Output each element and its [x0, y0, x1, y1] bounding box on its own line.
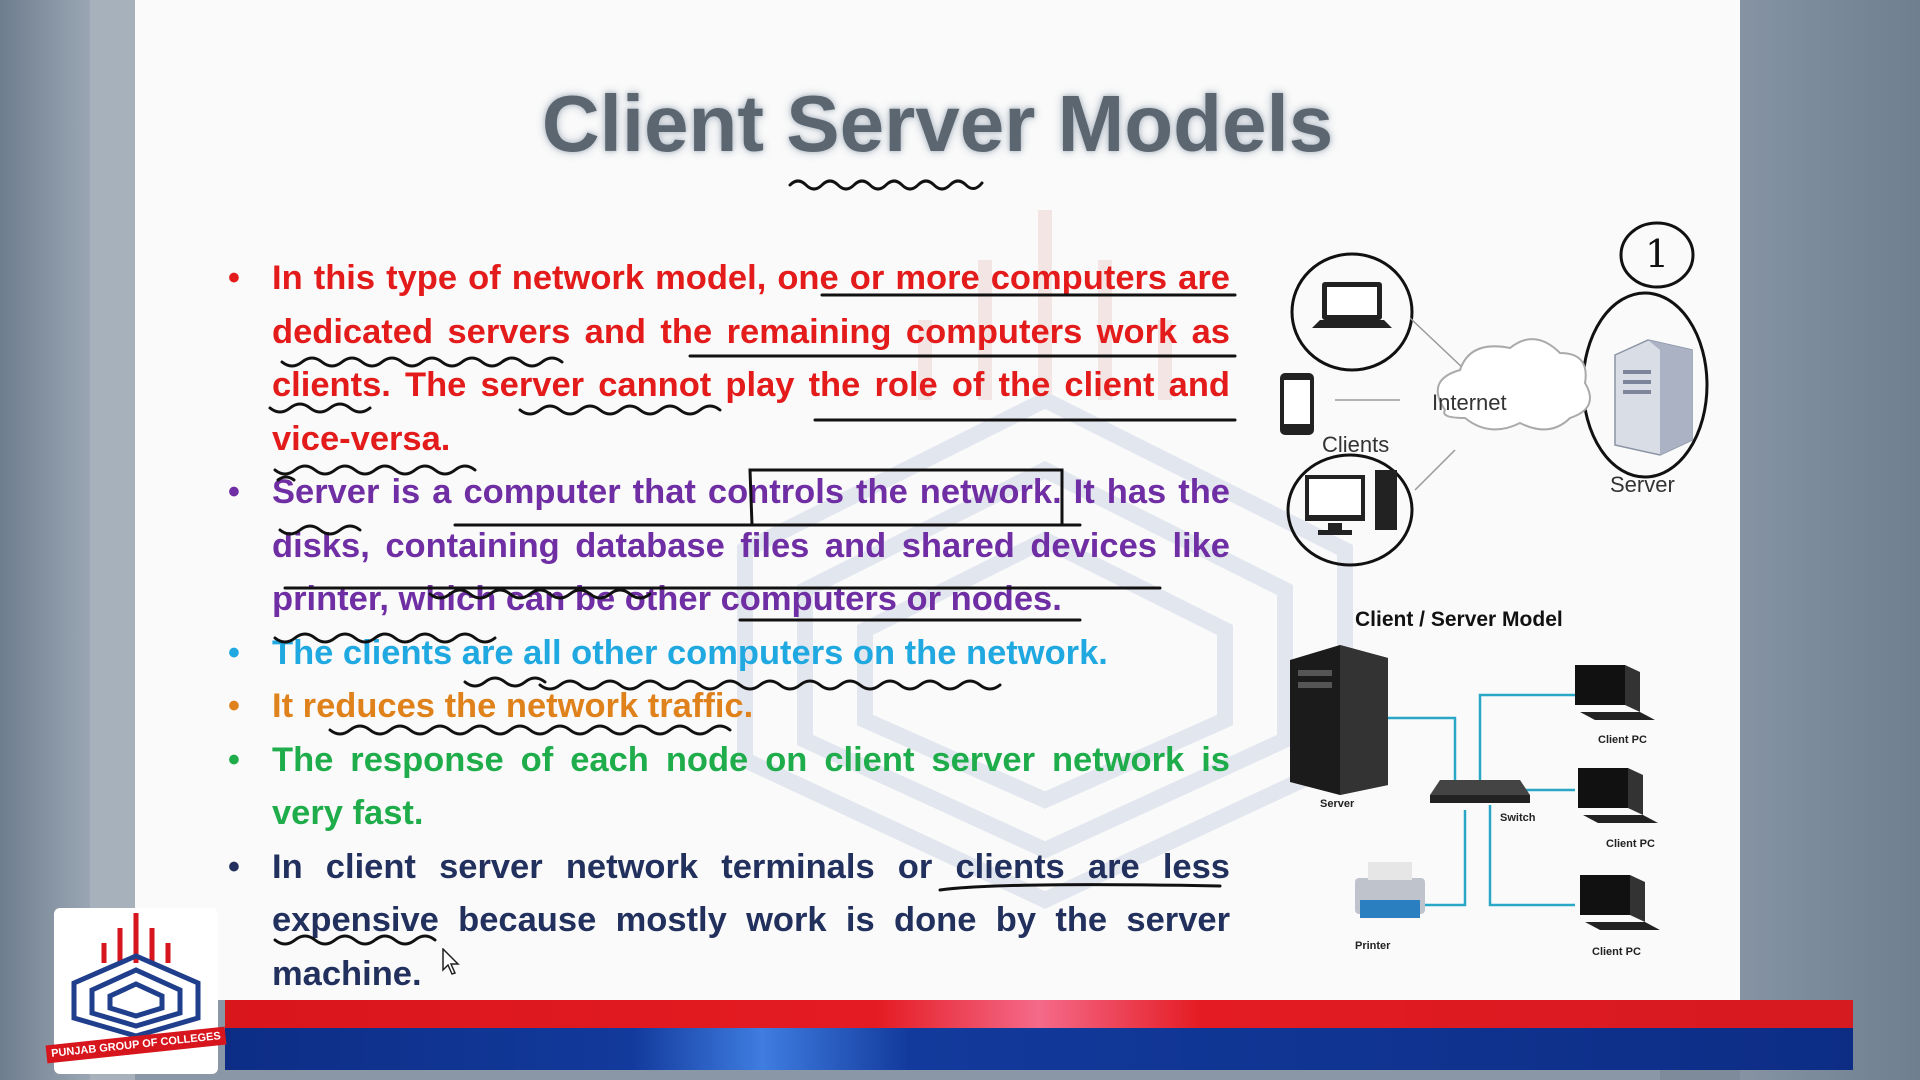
laptop-icon	[1312, 282, 1392, 328]
printer-icon	[1355, 862, 1425, 918]
server-icon	[1290, 645, 1388, 795]
client-pc-label: Client PC	[1606, 838, 1655, 850]
bullet-text: Server is a computer that controls the n…	[272, 473, 1230, 618]
bullet-dot-icon: •	[228, 473, 240, 511]
footer-blue-bar	[225, 1028, 1853, 1070]
client-server-diagram: Server Switch Printer Client PC Client P…	[1280, 600, 1700, 970]
desktop-circle	[1286, 453, 1414, 567]
right-background	[1740, 0, 1920, 1080]
mouse-cursor-icon	[442, 948, 460, 975]
switch-icon	[1430, 780, 1530, 803]
desktop-icon	[1305, 470, 1397, 535]
left-background	[0, 0, 90, 1080]
cloud-label: Internet	[1432, 390, 1507, 415]
printer-label: Printer	[1355, 940, 1391, 952]
bullet-text: In this type of network model, one or mo…	[272, 259, 1230, 458]
bullet-dot-icon: •	[228, 633, 240, 672]
number-circle	[1619, 221, 1695, 289]
laptop-circle	[1290, 252, 1414, 372]
client-pc-icon	[1580, 875, 1660, 930]
slide-title: Client Server Models	[541, 79, 1334, 168]
server-tower-icon	[1614, 339, 1693, 456]
footer-red-bar	[225, 1000, 1853, 1028]
client-pc-icon	[1575, 665, 1655, 720]
internet-diagram: Internet Clients Server 1	[1280, 210, 1720, 570]
slide: Client Server Models • In this type of ne…	[135, 0, 1740, 1000]
bullet-item: • Server is a computer that controls the …	[228, 466, 1230, 627]
bullet-text: In client server network terminals or cl…	[272, 847, 1230, 993]
college-logo-icon	[71, 913, 201, 1039]
bullet-dot-icon: •	[228, 259, 240, 297]
bullet-item: • The clients are all other computers on …	[228, 627, 1230, 681]
client-pc-icon	[1578, 768, 1658, 823]
bullet-item: • In this type of network model, one or m…	[228, 252, 1230, 466]
switch-label: Switch	[1500, 812, 1536, 824]
bullet-text: It reduces the network traffic.	[272, 687, 754, 725]
clients-label: Clients	[1322, 432, 1390, 457]
bullet-item: • The response of each node on client ser…	[228, 734, 1230, 841]
bullet-item: • It reduces the network traffic.	[228, 680, 1230, 734]
bullet-list: • In this type of network model, one or m…	[228, 252, 1230, 1001]
phone-icon	[1280, 373, 1314, 435]
server-label: Server	[1610, 472, 1675, 497]
annotation-number: 1	[1645, 232, 1670, 276]
server-label: Server	[1320, 798, 1355, 810]
cloud-icon	[1436, 338, 1591, 431]
bullet-text: The clients are all other computers on t…	[272, 633, 1108, 672]
left-background-strip	[90, 0, 135, 1080]
bullet-dot-icon: •	[228, 740, 240, 779]
client-pc-label: Client PC	[1592, 946, 1641, 958]
diagram-title: Client / Server Model	[1355, 608, 1563, 631]
client-pc-label: Client PC	[1598, 734, 1647, 746]
bullet-item: • In client server network terminals or c…	[228, 841, 1230, 1002]
bullet-dot-icon: •	[228, 687, 240, 725]
bullet-text: The response of each node on client serv…	[272, 740, 1230, 833]
bullet-dot-icon: •	[228, 847, 240, 886]
